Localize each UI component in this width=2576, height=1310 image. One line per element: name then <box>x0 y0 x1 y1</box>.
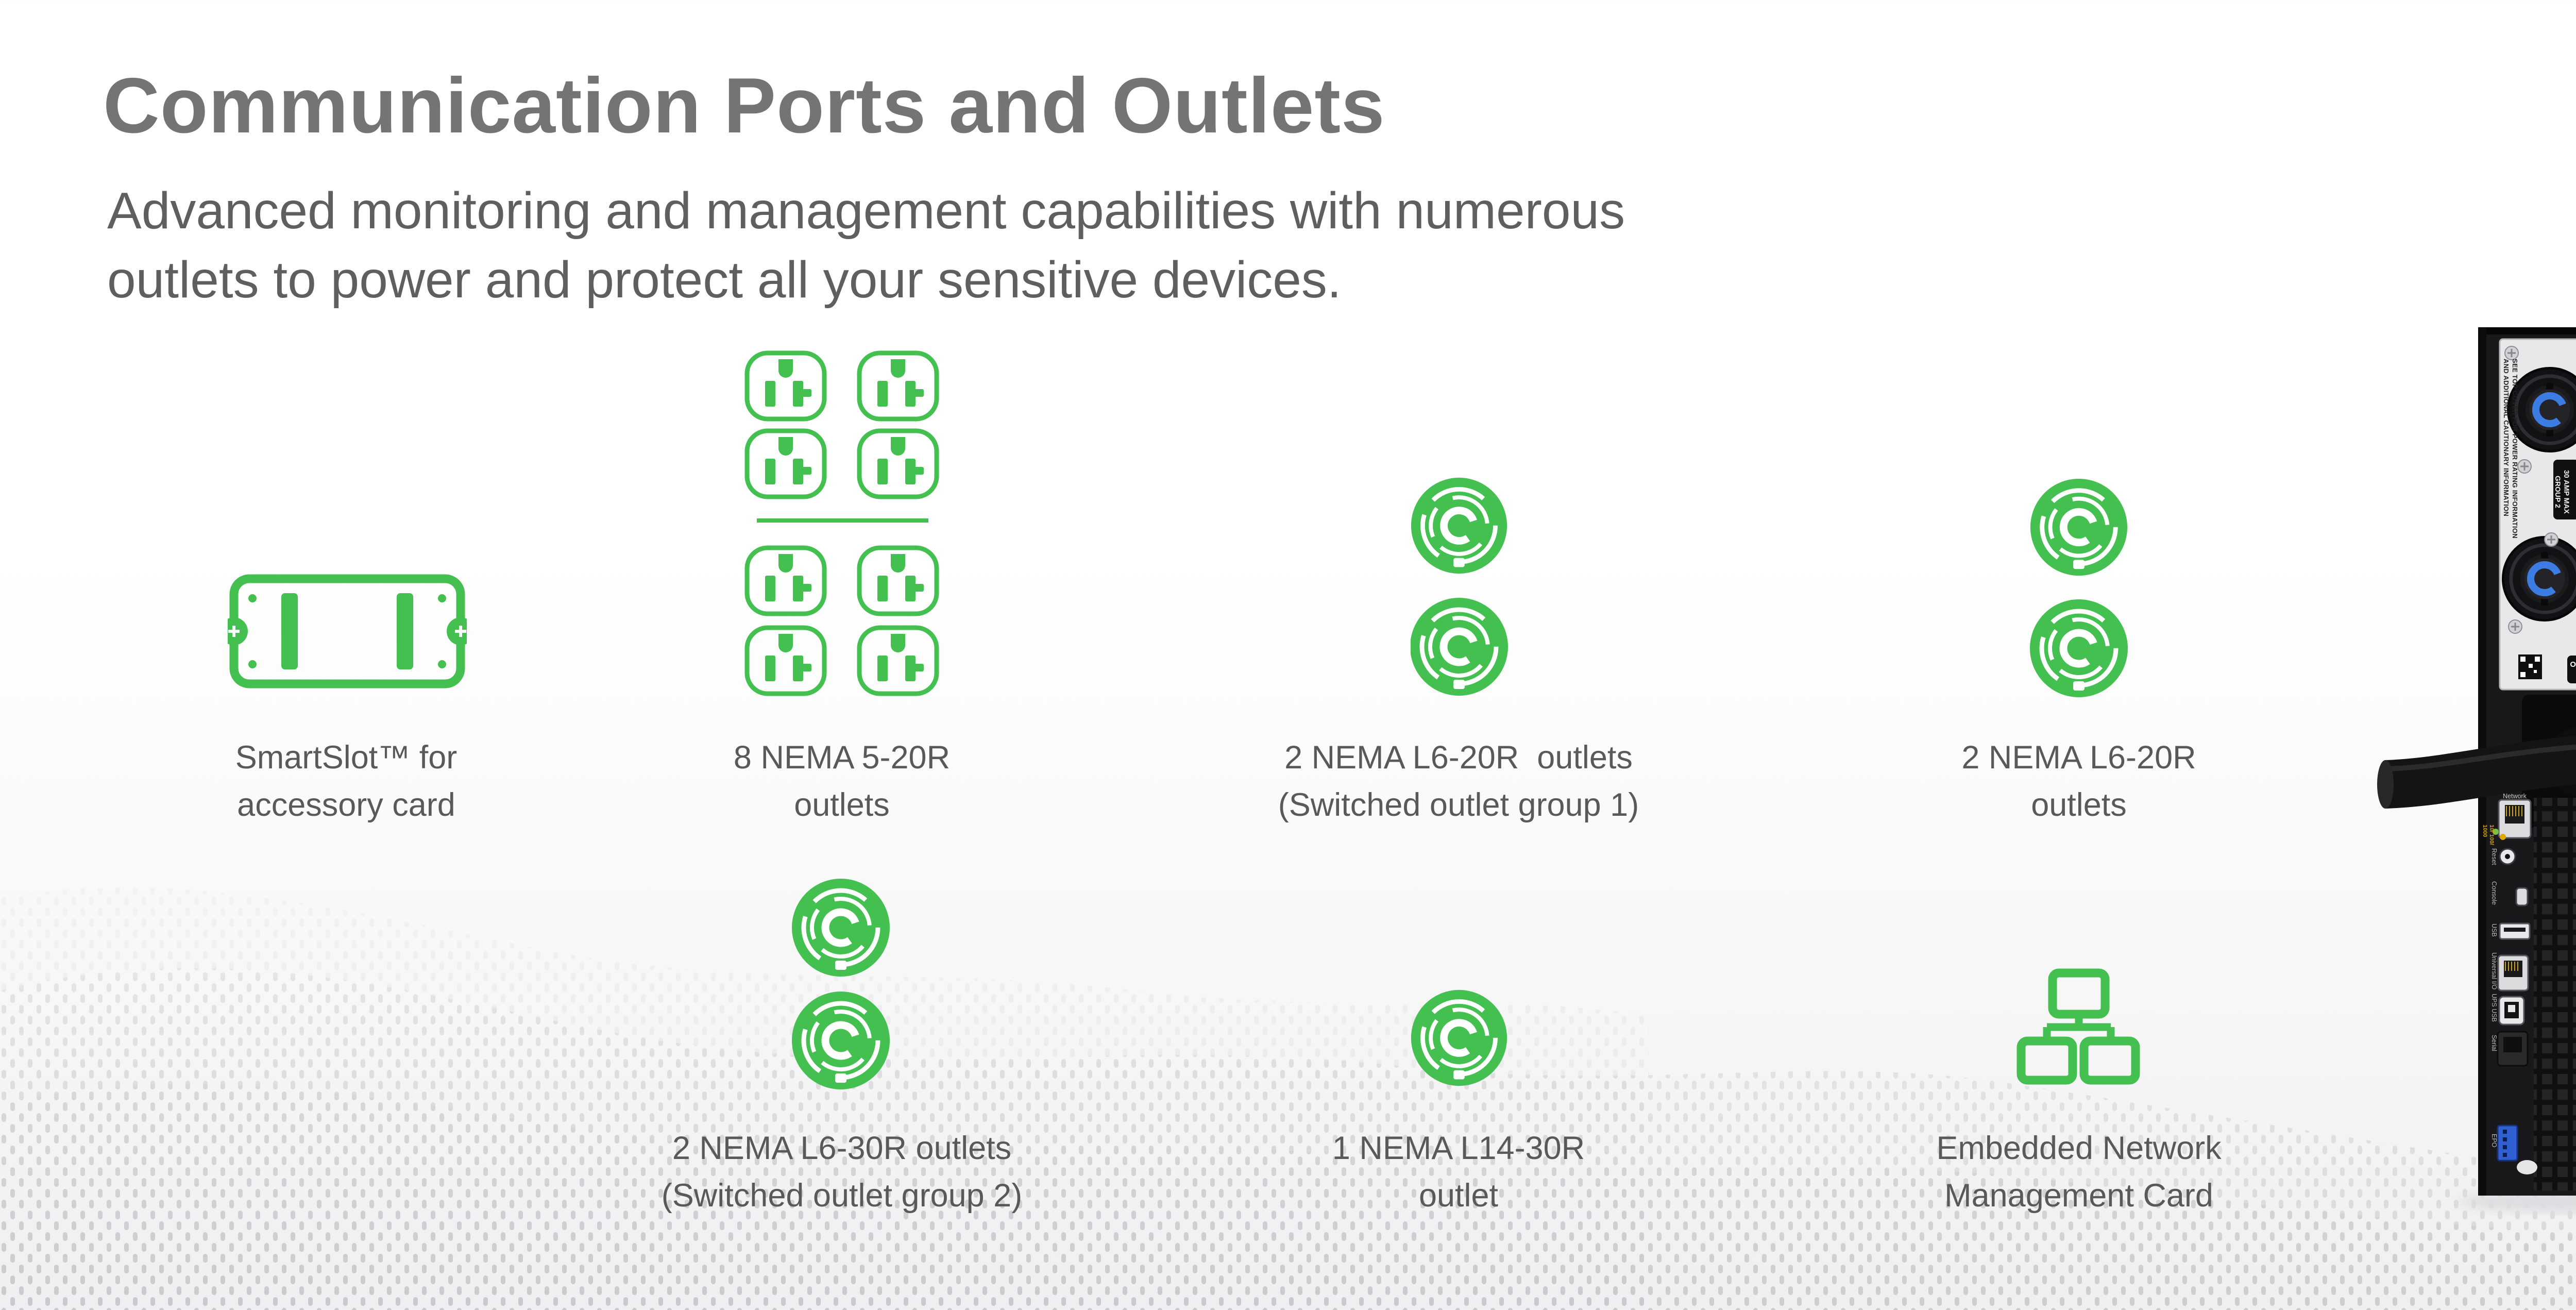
nema-l6-20r-group1-icon <box>1411 477 1509 698</box>
nema-5-20r-outlets-icon <box>743 349 941 700</box>
epo-label: EPO <box>2490 1134 2498 1148</box>
page-subtitle-line1: Advanced monitoring and management capab… <box>107 182 1625 240</box>
page-subtitle-line2: outlets to power and protect all your se… <box>107 251 1342 309</box>
network-management-card-icon <box>2016 968 2140 1085</box>
feature-label-l6-30r-group2: 2 NEMA L6-30R outlets(Switched outlet gr… <box>661 1130 1023 1214</box>
reset-label: Reset <box>2490 848 2498 865</box>
qr-code <box>2518 654 2542 679</box>
ups-usb-label: UPS USB <box>2490 994 2498 1022</box>
halftone-wave-background <box>0 887 2576 1310</box>
network-speed-label: 10/ 100/ 1000 <box>2482 825 2495 845</box>
universal-io-port <box>2497 954 2529 992</box>
console-port <box>2515 887 2529 906</box>
ups-rear-panel-graphic <box>2377 327 2576 1213</box>
universal-io-label: Universal I/O <box>2490 952 2498 990</box>
nema-l6-20r-icon <box>2030 478 2129 698</box>
epo-terminal <box>2497 1124 2518 1162</box>
left-unit-caution-text: SEE TOP COVER FOR POWER RATING INFORMATI… <box>2502 359 2519 539</box>
serial-port <box>2497 1031 2529 1067</box>
feature-label-l6-20r-group1: 2 NEMA L6-20R outlets(Switched outlet gr… <box>1278 740 1639 823</box>
ups-usb-port <box>2498 996 2525 1026</box>
console-label: Console <box>2490 881 2498 905</box>
smartslot-card-icon <box>228 574 467 688</box>
group2-label: GROUP 2 30 AMP MAX <box>2553 460 2576 519</box>
nema-l6-30r-group2-icon <box>791 878 890 1090</box>
page-title: Communication Ports and Outlets <box>103 62 1385 149</box>
nema-l14-30r-icon <box>1410 989 1509 1087</box>
ups-rear-panel-photo: SEE TOP COVER FOR POWER RATING INFORMATI… <box>2370 314 2576 1221</box>
usb-port <box>2499 922 2531 940</box>
network-port-label: Network <box>2503 793 2527 800</box>
serial-label: Serial <box>2490 1035 2498 1051</box>
usb-label: USB <box>2490 923 2498 937</box>
output-rating-label: OUTPUT: 50/60 Hz 208/240 VAC <box>2567 656 2576 683</box>
reset-button <box>2499 848 2516 865</box>
network-port <box>2498 799 2532 839</box>
